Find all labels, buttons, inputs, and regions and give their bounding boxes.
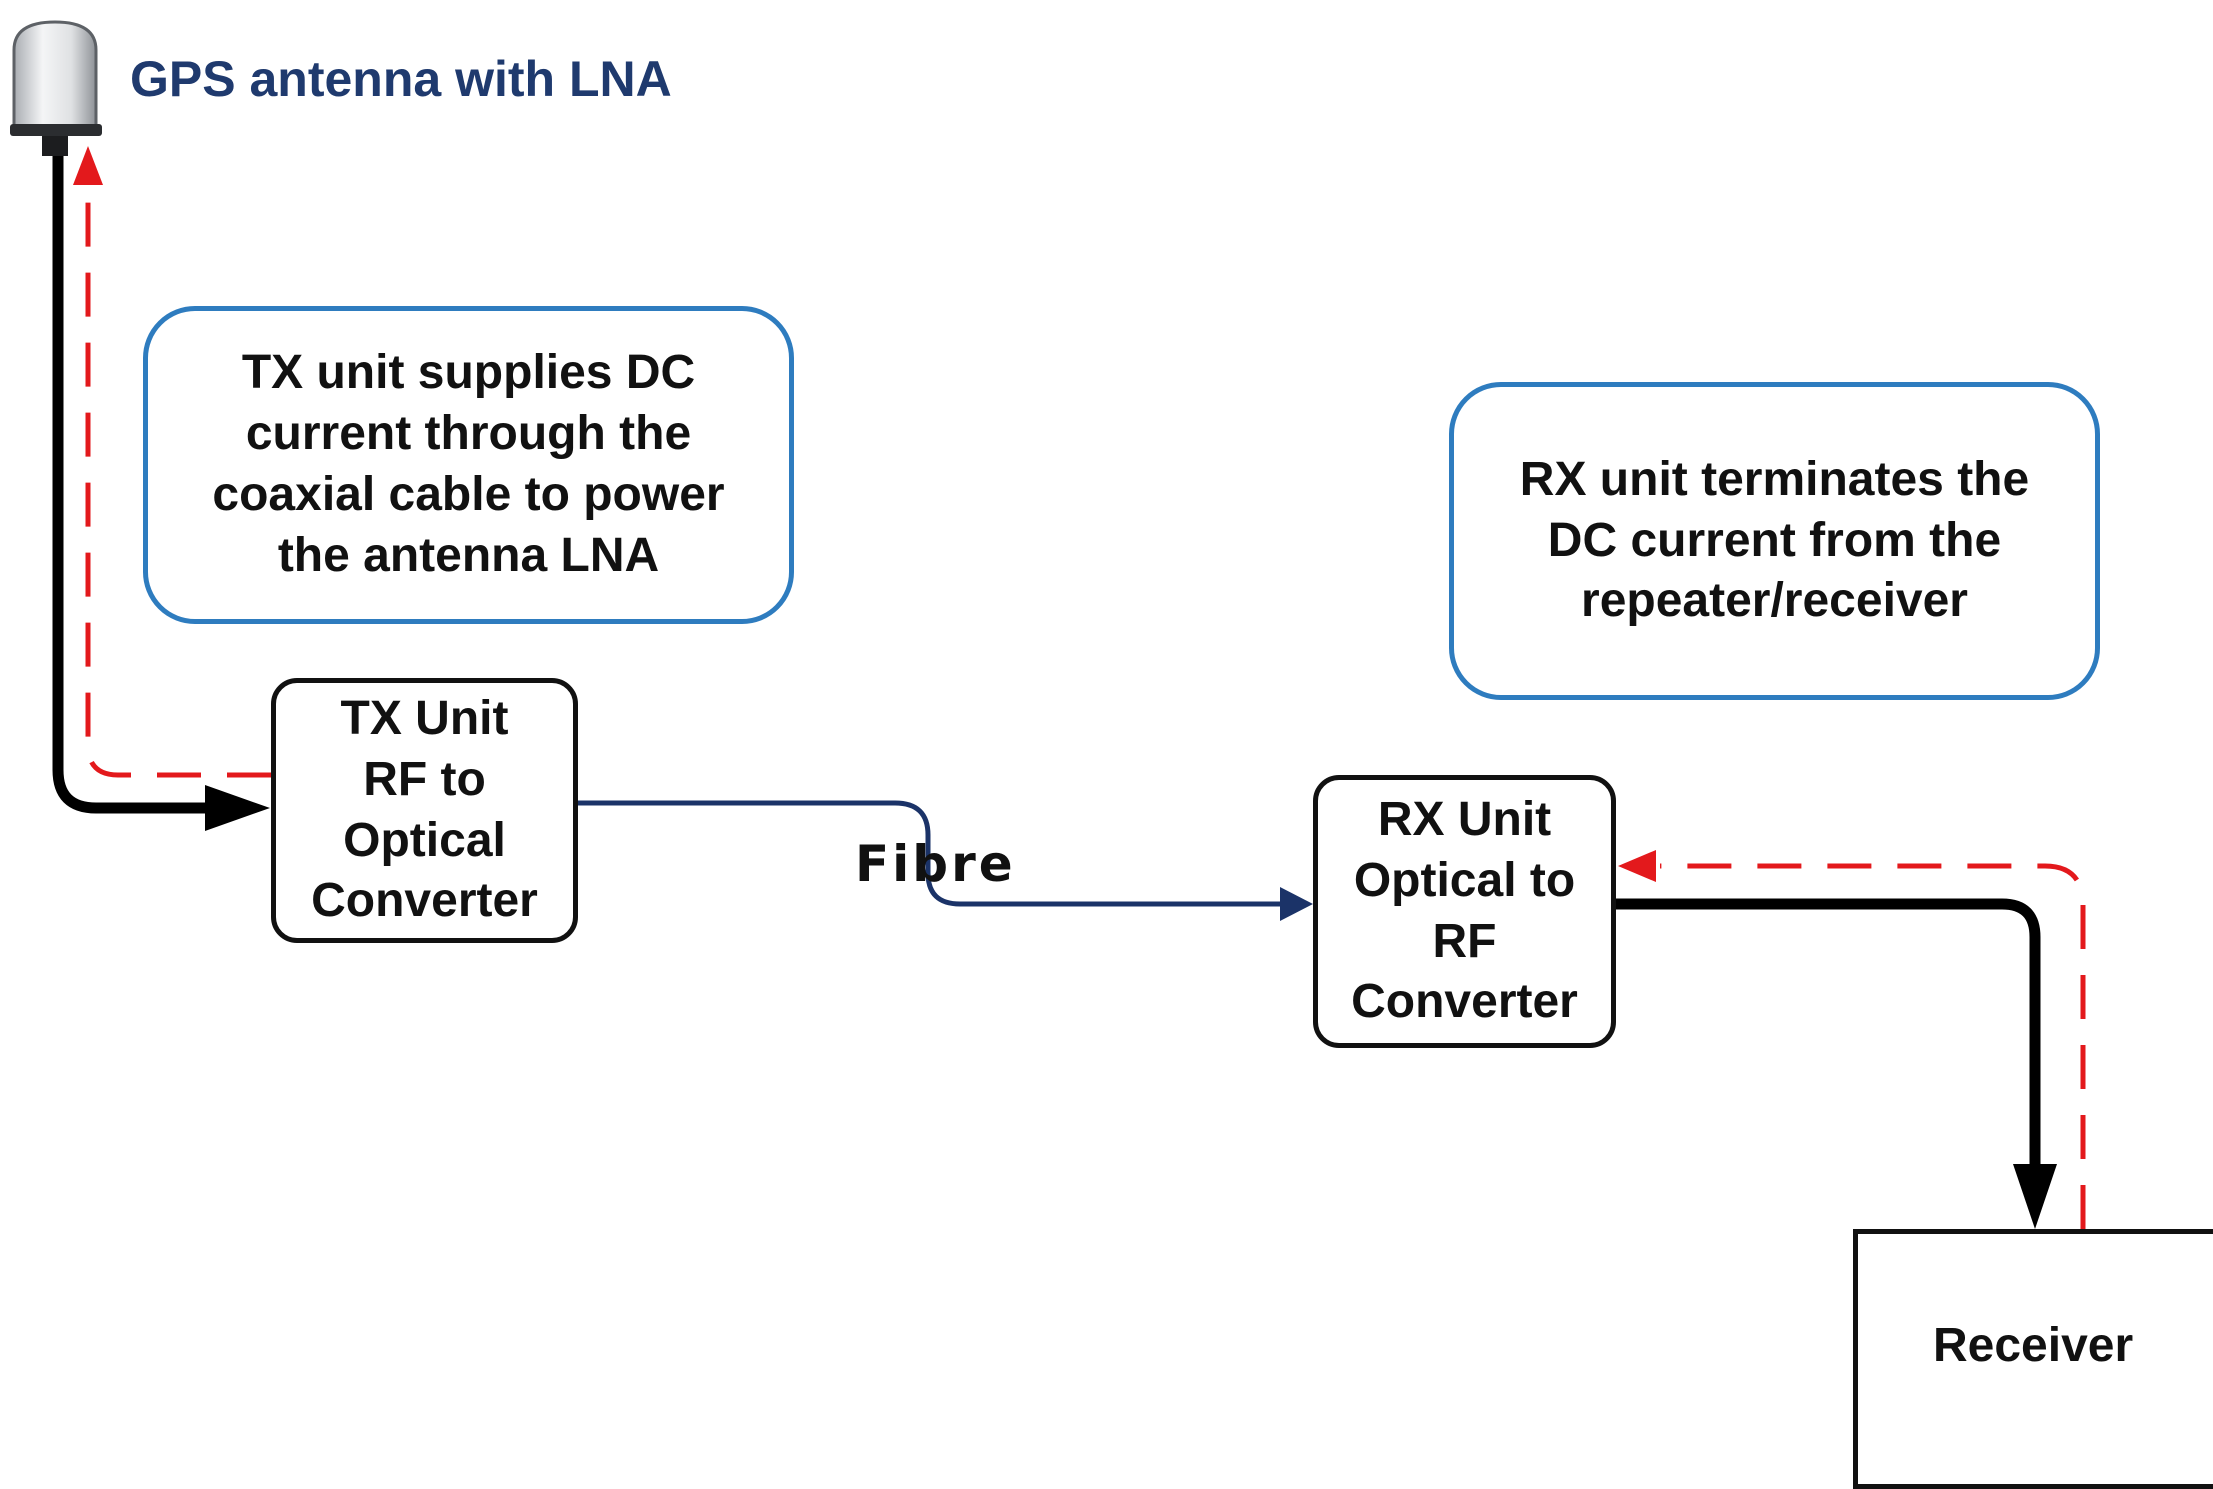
tx-unit-line: TX Unit — [340, 691, 509, 745]
rx-unit-line: Converter — [1351, 975, 1578, 1029]
rf-arrowhead-into-receiver — [2013, 1164, 2057, 1229]
rx-note-line: RX unit terminates the — [1519, 452, 2030, 506]
tx-unit-line: Optical — [343, 813, 506, 867]
fibre-arrowhead-into-rx — [1280, 887, 1313, 921]
tx-note-line: TX unit supplies DC — [241, 346, 696, 400]
tx-unit-line: RF to — [363, 752, 486, 806]
receiver-label: Receiver — [1933, 1319, 2134, 1372]
tx-unit-box: TX Unit RF to Optical Converter — [271, 678, 578, 943]
fibre-label: Fibre — [855, 835, 1016, 893]
dc-current-receiver-to-rx — [1660, 863, 2086, 1229]
gps-antenna-icon — [10, 20, 102, 156]
tx-power-note: TX unit supplies DC current through the … — [143, 306, 794, 624]
signal-diagram — [10, 20, 2086, 1229]
tx-note-line: coaxial cable to power — [212, 468, 725, 521]
rf-cable-antenna-to-tx — [52, 156, 215, 814]
rx-unit-line: RX Unit — [1377, 792, 1552, 846]
rf-cable-rx-to-receiver — [1616, 898, 2041, 1170]
rf-arrowhead-into-tx — [205, 785, 270, 831]
receiver-box — [1853, 1229, 2213, 1489]
dc-current-tx-to-antenna — [85, 190, 271, 778]
dc-arrowhead-to-antenna — [73, 146, 103, 185]
antenna-label: GPS antenna with LNA — [130, 51, 672, 107]
rx-unit-line: Optical to — [1353, 853, 1576, 907]
tx-note-line: current through the — [245, 407, 692, 461]
rx-termination-note: RX unit terminates the DC current from t… — [1449, 382, 2100, 700]
rx-unit-line: RF — [1432, 914, 1497, 968]
rx-unit-box: RX Unit Optical to RF Converter — [1313, 775, 1616, 1048]
tx-unit-line: Converter — [311, 874, 538, 928]
rx-note-line: DC current from the — [1547, 513, 2002, 567]
fibre-cable — [578, 800, 1285, 907]
rx-note-line: repeater/receiver — [1581, 574, 1968, 628]
tx-note-line: the antenna LNA — [277, 528, 660, 582]
dc-arrowhead-into-rx — [1618, 850, 1656, 882]
